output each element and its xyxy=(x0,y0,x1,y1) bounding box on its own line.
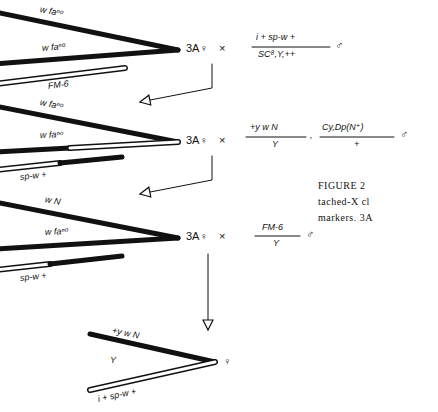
generation-arrow xyxy=(140,156,212,194)
gene-label: sp-w + xyxy=(19,271,47,284)
balancer-label: FM-6 xyxy=(47,79,69,91)
gene-label: w faⁿᵒ xyxy=(39,5,64,19)
caption-fragment: markers. 3A xyxy=(318,212,373,223)
chromosome-arm xyxy=(70,142,178,148)
gene-label: sp-w + xyxy=(19,170,47,183)
gene-label: w faⁿᵒ xyxy=(39,98,64,112)
male-genotype: i + sp-w + xyxy=(256,33,295,43)
male-genotype: Y xyxy=(272,140,278,150)
male-genotype: Y xyxy=(273,239,279,249)
chromosome-arm xyxy=(0,148,70,152)
chromosome-arm xyxy=(0,50,178,64)
cross-sign: × xyxy=(219,42,225,54)
male-genotype: Cy,Dp(N⁺) xyxy=(322,123,364,133)
chromosome-arm xyxy=(90,362,215,390)
chromosome-arm xyxy=(70,142,178,148)
separator: , xyxy=(310,131,313,141)
fraction-bar xyxy=(252,47,330,48)
male-genotype: SC⁸,Y,++ xyxy=(258,50,295,60)
female-symbol: ♀ xyxy=(223,355,231,367)
caption-fragment: FIGURE 2 xyxy=(318,180,366,191)
balancer-chromosome xyxy=(0,264,50,270)
cross-female: 3A♀ xyxy=(186,230,208,242)
gene-label: w faⁿᵒ xyxy=(45,227,69,238)
generation-arrow xyxy=(140,64,212,102)
balancer-chromosome xyxy=(0,264,50,270)
gene-label: w faⁿᵒ xyxy=(42,42,66,54)
chromosome-arm xyxy=(0,238,178,249)
cross-female: 3A♀ xyxy=(186,134,208,146)
balancer-chromosome xyxy=(50,256,122,264)
male-genotype: +y w N xyxy=(250,123,278,133)
male-genotype: + xyxy=(354,140,359,150)
cross-male: ♂ xyxy=(306,228,314,240)
chromosome-arm xyxy=(0,106,178,142)
gene-label: w faⁿᵒ xyxy=(40,130,64,141)
cross-male: ♂ xyxy=(335,39,343,51)
balancer-chromosome xyxy=(60,157,122,163)
cross-female: 3A♀ xyxy=(186,42,208,54)
cross-sign: × xyxy=(219,134,225,146)
chromosome-arm xyxy=(0,202,178,238)
y-chromosome-label: Y xyxy=(110,356,116,366)
chromosome-arm xyxy=(90,362,215,390)
balancer-chromosome xyxy=(0,163,60,170)
male-genotype: FM-6 xyxy=(262,223,283,233)
gene-label: w N xyxy=(44,195,61,208)
caption-fragment: tached-X cl xyxy=(318,196,370,207)
chromosome-arm xyxy=(0,12,178,50)
fraction-bar xyxy=(255,236,300,237)
cross-sign: × xyxy=(219,230,225,242)
cross-male: ♂ xyxy=(400,128,408,140)
generation-arrow xyxy=(208,254,209,330)
balancer-chromosome xyxy=(0,163,60,170)
fraction-bar xyxy=(246,137,306,138)
chromosome-arm xyxy=(90,334,215,362)
fraction-bar xyxy=(320,137,394,138)
